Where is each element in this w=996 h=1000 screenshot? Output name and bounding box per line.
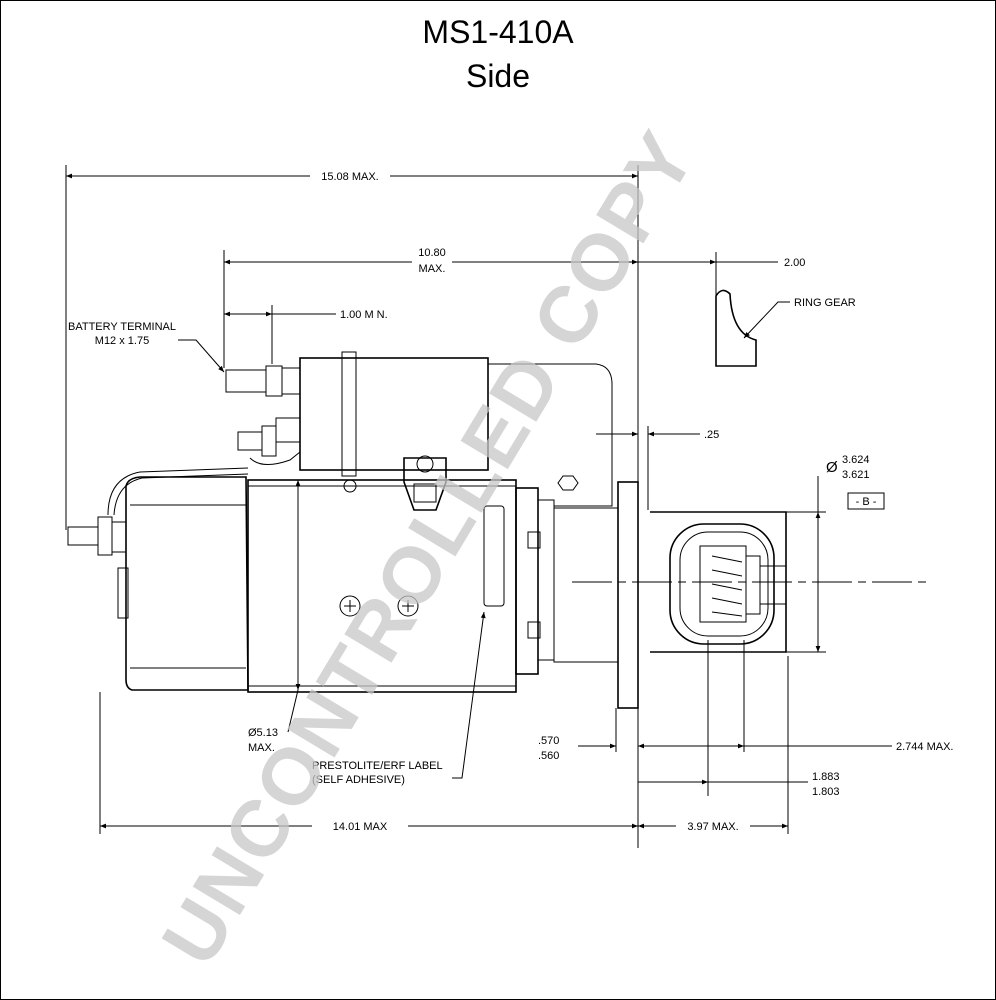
dim-nose-length: 3.97 MAX. <box>687 821 738 833</box>
drawing-title: MS1-410A <box>422 14 574 50</box>
dim-pilot-dia-min: 3.621 <box>842 469 870 481</box>
datum-b-label: - B - <box>856 496 877 508</box>
label-battery-terminal: BATTERY TERMINAL <box>68 321 176 333</box>
label-prestolite-label: PRESTOLITE/ERF LABEL <box>312 760 443 772</box>
dim-pinion-extend: 2.744 MAX. <box>896 741 953 753</box>
dim-overall-length: 15.08 MAX. <box>321 171 378 183</box>
dim-terminal-offset: 1.00 M N. <box>340 309 388 321</box>
dim-pinion-pos-max: 1.883 <box>812 771 840 783</box>
dim-body-dia-value: Ø5.13 <box>248 727 278 739</box>
dim-solenoid-length-unit: MAX. <box>419 263 446 275</box>
dimension-lines <box>66 173 892 829</box>
drawing-subtitle: Side <box>465 58 531 94</box>
dimension-labels: 15.08 MAX. 10.80 MAX. 1.00 M N. 2.00 .25… <box>68 171 953 833</box>
dim-pilot-dia-symbol: Ø <box>826 459 838 476</box>
label-self-adhesive: (SELF ADHESIVE) <box>312 774 405 786</box>
dim-body-length: 14.01 MAX <box>333 821 388 833</box>
dim-pinion-pos-min: 1.803 <box>812 786 840 798</box>
watermark-uncontrolled-copy: UNCONTROLLED COPY <box>145 116 713 980</box>
dim-flange-thk-min: .560 <box>538 750 559 762</box>
dim-gear-height: 2.00 <box>784 257 805 269</box>
dim-solenoid-length-value: 10.80 <box>418 247 446 259</box>
starter-outline <box>67 289 787 709</box>
label-battery-thread: M12 x 1.75 <box>95 335 149 347</box>
label-ring-gear: RING GEAR <box>794 297 856 309</box>
dim-body-dia-unit: MAX. <box>248 742 275 754</box>
extension-lines <box>65 165 932 848</box>
dim-flange-thk-max: .570 <box>538 735 559 747</box>
dim-flange-gap: .25 <box>704 429 719 441</box>
dim-pilot-dia-max: 3.624 <box>842 454 870 466</box>
